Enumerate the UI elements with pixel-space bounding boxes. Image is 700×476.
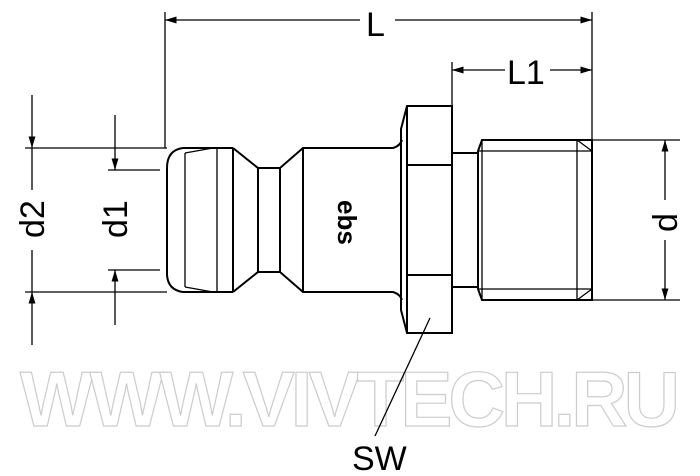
watermark: WWW.VIVTECH.RU: [20, 355, 680, 443]
fitting-part: ebs: [166, 105, 593, 334]
label-L: L: [366, 6, 385, 44]
label-L1: L1: [507, 54, 545, 92]
dimension-d2: d2: [14, 95, 52, 345]
dimension-d: d: [647, 140, 685, 300]
label-SW: SW: [352, 440, 407, 476]
extension-lines: [25, 12, 680, 301]
dimension-d1: d1: [97, 115, 135, 325]
dimension-L1: L1: [452, 54, 592, 92]
label-d2: d2: [14, 200, 52, 238]
ebs-logo: ebs: [332, 200, 362, 245]
label-d1: d1: [97, 200, 135, 238]
label-d: d: [647, 213, 685, 232]
dimension-SW: SW: [352, 317, 431, 476]
dimension-L: L: [165, 6, 592, 44]
